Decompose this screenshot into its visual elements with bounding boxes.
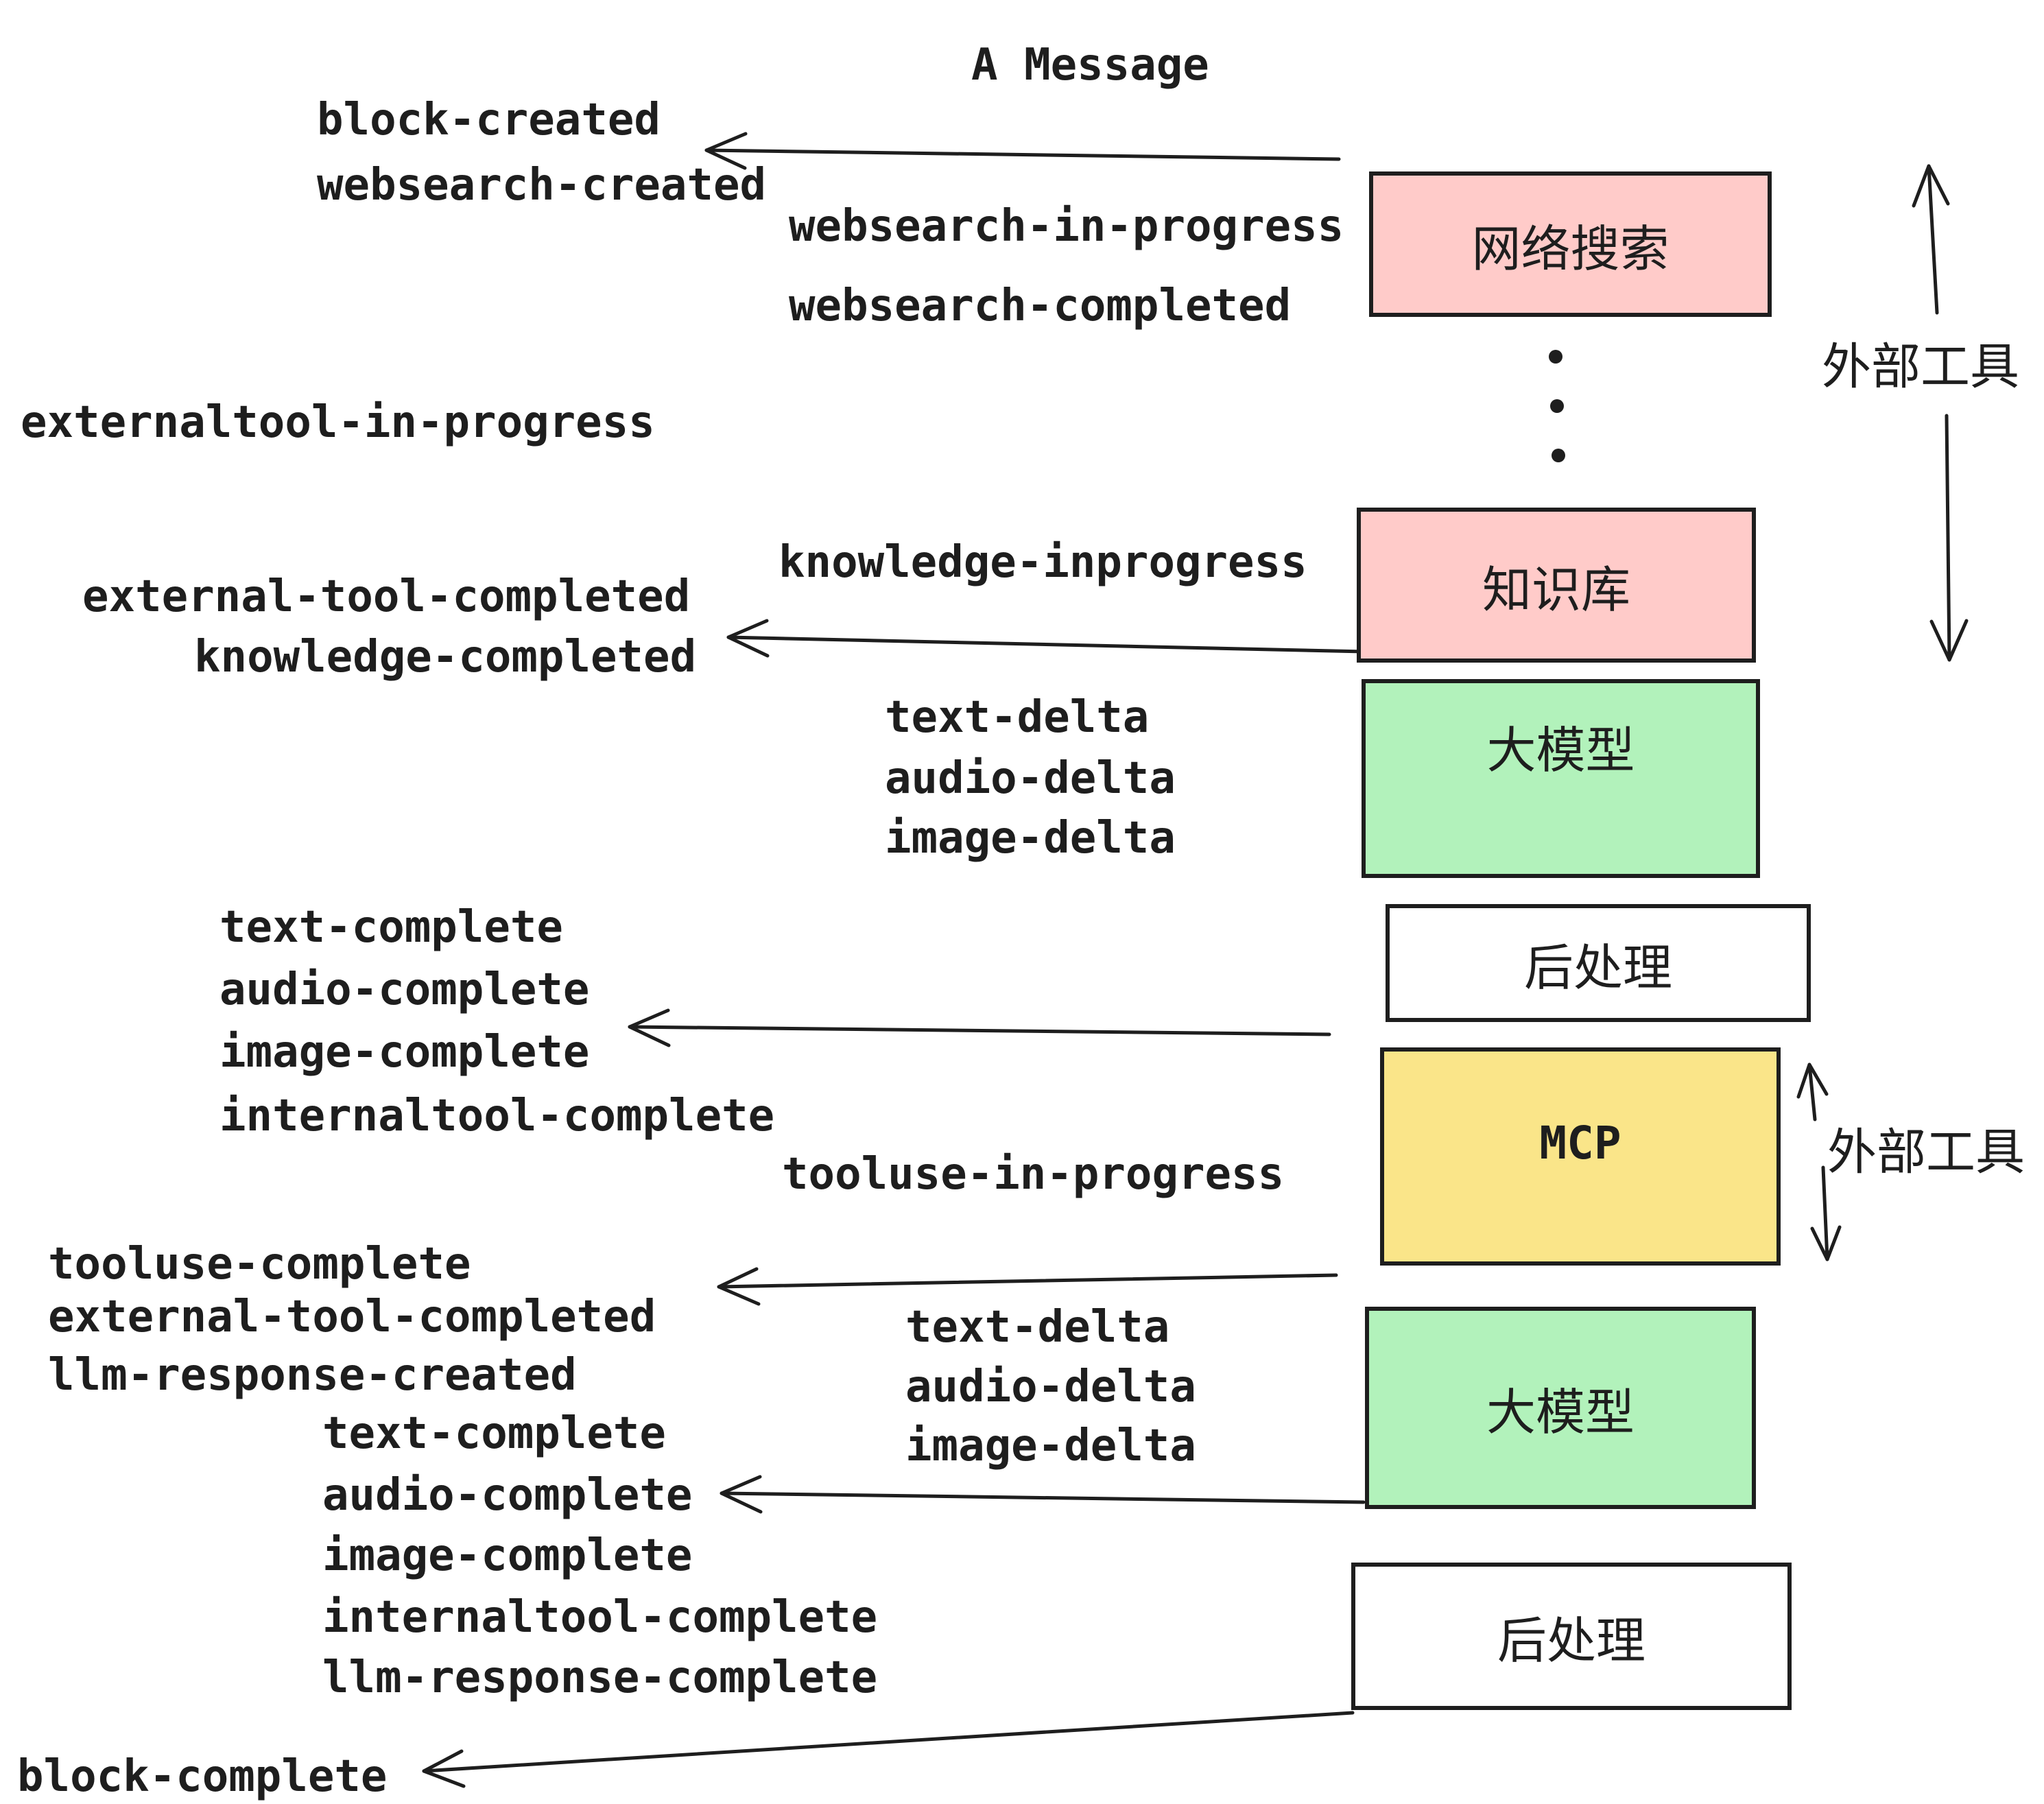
event-label-externaltool-in-progress: externaltool-in-progress xyxy=(21,397,655,448)
arrow-to-block-complete xyxy=(422,1711,1355,1788)
box-knowledge-base-label: 知识库 xyxy=(1482,562,1630,618)
event-label-image-delta: image-delta xyxy=(885,813,1176,864)
event-label-text-delta: text-delta xyxy=(885,692,1150,743)
event-label-text-complete-2: text-complete xyxy=(322,1408,666,1459)
mcp-external-tools-up-arrow xyxy=(1796,1063,1829,1121)
event-label-audio-complete: audio-complete xyxy=(219,964,590,1015)
event-label-internaltool-complete-2: internaltool-complete xyxy=(322,1592,878,1643)
ellipsis-dots xyxy=(1549,350,1565,462)
event-label-llm-response-created: llm-response-created xyxy=(48,1350,577,1401)
event-label-knowledge-inprogress: knowledge-inprogress xyxy=(779,537,1307,588)
event-label-text-complete: text-complete xyxy=(219,902,563,953)
event-label-tooluse-complete: tooluse-complete xyxy=(48,1239,471,1290)
event-label-llm-response-complete: llm-response-complete xyxy=(322,1652,878,1703)
event-label-external-tool-completed-2: external-tool-completed xyxy=(48,1292,656,1342)
event-label-audio-complete-2: audio-complete xyxy=(322,1470,693,1521)
box-llm-1: 大模型 xyxy=(1362,679,1760,878)
box-web-search: 网络搜索 xyxy=(1369,171,1772,317)
external-tools-up-arrow xyxy=(1912,164,1950,315)
box-llm-2-label: 大模型 xyxy=(1486,1386,1635,1440)
event-label-internaltool-complete: internaltool-complete xyxy=(219,1091,775,1141)
event-label-knowledge-completed: knowledge-completed xyxy=(194,632,697,683)
external-tools-label-bottom: 外部工具 xyxy=(1827,1125,2025,1180)
box-llm-1-label: 大模型 xyxy=(1486,723,1635,779)
box-llm-2: 大模型 xyxy=(1365,1307,1756,1509)
mcp-external-tools-down-arrow xyxy=(1810,1165,1842,1261)
box-postprocess-2-label: 后处理 xyxy=(1497,1614,1645,1669)
event-label-audio-delta: audio-delta xyxy=(885,753,1176,804)
box-knowledge-base: 知识库 xyxy=(1357,508,1756,663)
box-postprocess-1: 后处理 xyxy=(1386,904,1811,1022)
external-tools-down-arrow xyxy=(1929,414,1969,662)
event-label-external-tool-completed: external-tool-completed xyxy=(82,571,691,622)
box-postprocess-2: 后处理 xyxy=(1351,1563,1792,1710)
diagram-title: A Message xyxy=(971,40,1209,91)
event-label-websearch-completed: websearch-completed xyxy=(789,281,1292,331)
event-label-image-delta-2: image-delta xyxy=(905,1421,1196,1471)
event-label-block-created: block-created xyxy=(317,95,661,145)
box-mcp-label: MCP xyxy=(1539,1116,1621,1170)
event-label-block-complete: block-complete xyxy=(17,1751,388,1802)
arrow-to-tooluse-complete xyxy=(717,1267,1338,1306)
event-label-websearch-created: websearch-created xyxy=(317,160,767,211)
event-label-websearch-in-progress: websearch-in-progress xyxy=(789,201,1344,252)
arrow-to-knowledge-completed xyxy=(726,619,1367,658)
arrow-to-audio-complete xyxy=(720,1475,1366,1514)
arrow-to-block-created xyxy=(704,132,1341,170)
event-label-text-delta-2: text-delta xyxy=(905,1302,1170,1353)
event-label-image-complete: image-complete xyxy=(219,1027,590,1078)
event-label-image-complete-2: image-complete xyxy=(322,1530,693,1581)
arrow-to-image-complete xyxy=(628,1008,1331,1047)
box-postprocess-1-label: 后处理 xyxy=(1523,940,1672,996)
external-tools-label-top: 外部工具 xyxy=(1822,340,2020,395)
event-label-tooluse-in-progress: tooluse-in-progress xyxy=(782,1149,1285,1200)
event-label-audio-delta-2: audio-delta xyxy=(905,1362,1196,1412)
box-web-search-label: 网络搜索 xyxy=(1471,222,1669,277)
box-mcp: MCP xyxy=(1380,1047,1781,1266)
